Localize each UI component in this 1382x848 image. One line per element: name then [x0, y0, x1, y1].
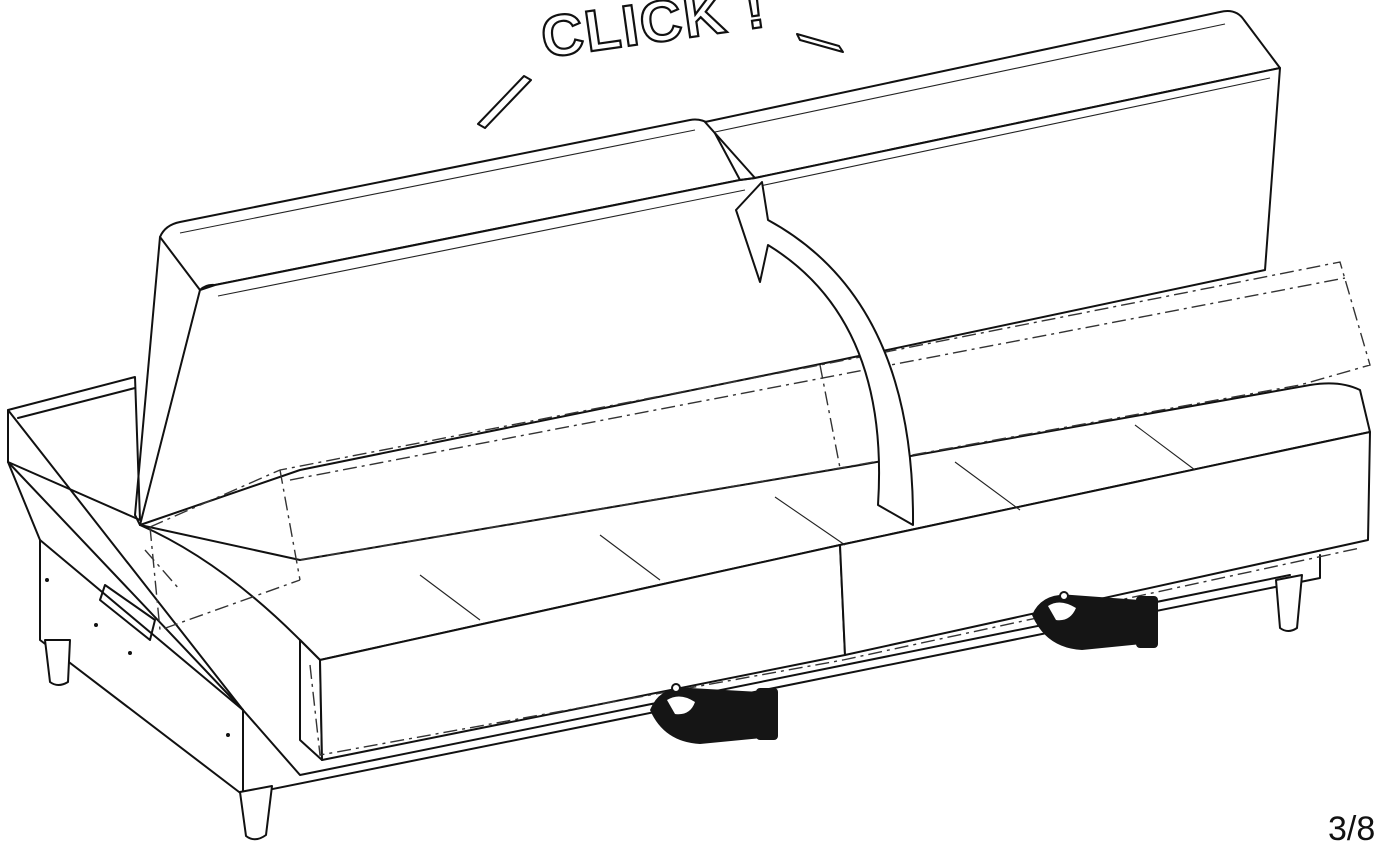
hand-grip-icon: [650, 683, 778, 744]
seat-cushion: [139, 382, 1371, 761]
sofa-legs: [44, 574, 1303, 841]
click-callout: CLICK !: [477, 0, 844, 129]
click-text: CLICK !: [537, 0, 770, 71]
backrest-raised: [134, 10, 1281, 526]
click-burst-icon: [796, 33, 844, 53]
page-number: 3/8: [1328, 810, 1376, 848]
backrest-ghost-outline: [144, 261, 1371, 756]
click-burst-icon: [477, 75, 532, 129]
rotate-up-arrow-icon: [735, 181, 915, 526]
hand-grip-icon: [1032, 591, 1158, 650]
sofa-base-frame: [7, 376, 1321, 796]
